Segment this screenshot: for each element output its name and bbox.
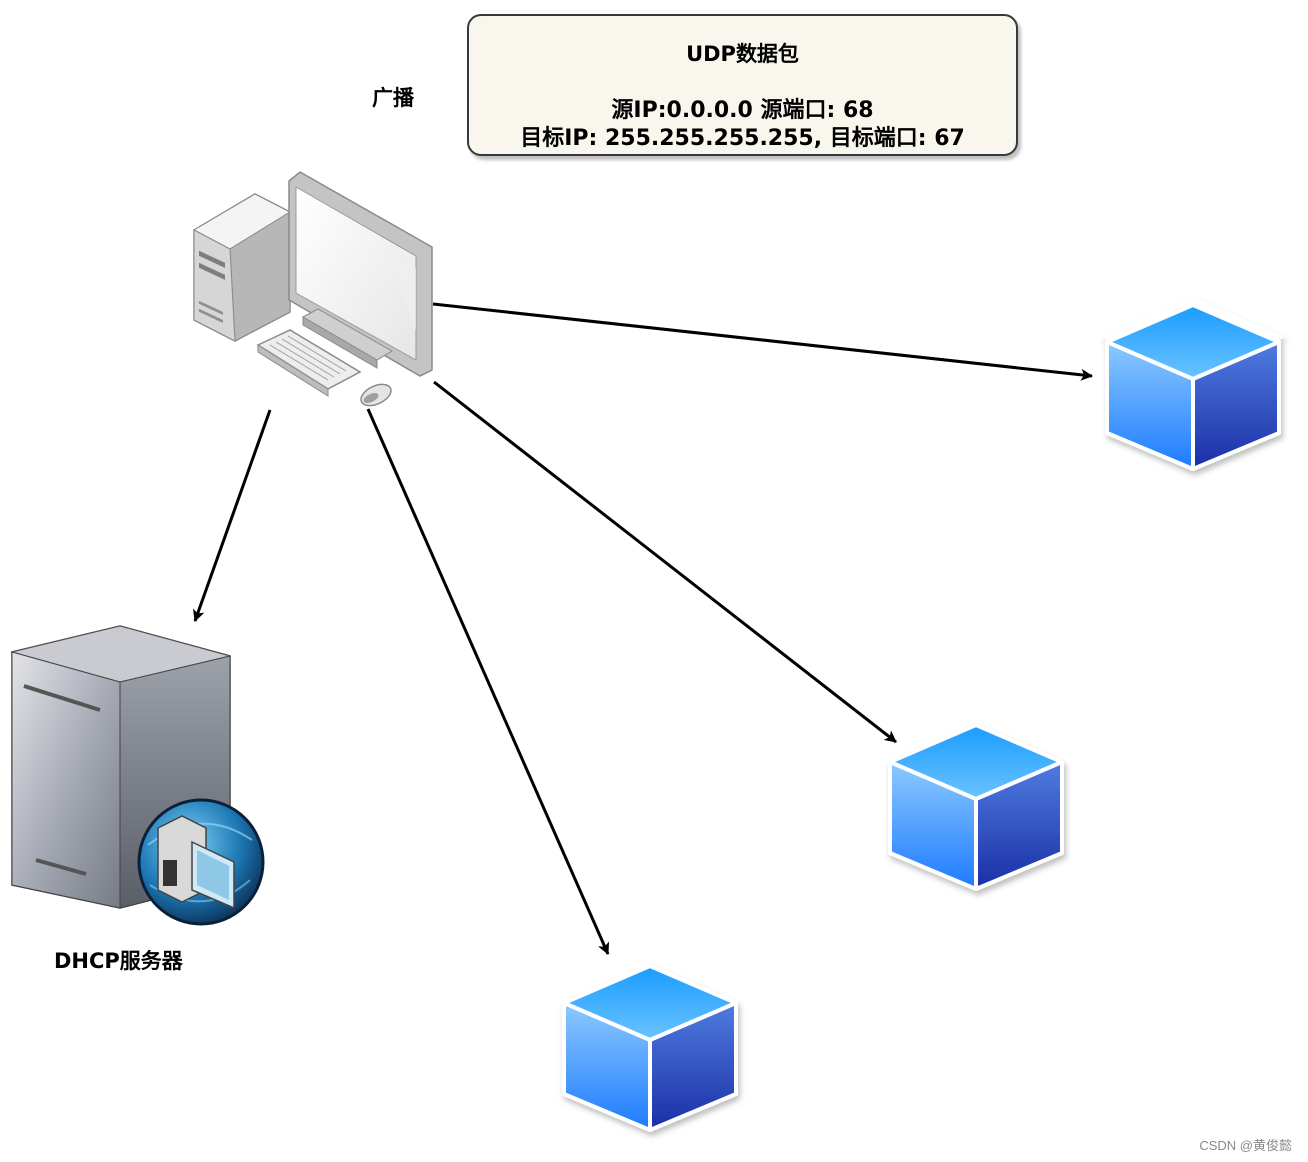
udp-packet-title: UDP数据包 (686, 42, 799, 66)
host-cube-1 (1101, 297, 1285, 471)
watermark: CSDN @黄俊懿 (1199, 1138, 1292, 1153)
dhcp-server-label: DHCP服务器 (54, 949, 183, 973)
udp-packet-note: UDP数据包 源IP:0.0.0.0 源端口: 68 目标IP: 255.255… (467, 14, 1018, 156)
arrow-to-host-3 (366, 408, 610, 955)
broadcast-arrows (193, 302, 1093, 955)
broadcast-label: 广播 (372, 86, 414, 110)
arrow-to-dhcp-server (193, 409, 272, 622)
desktop-computer-icon (192, 171, 433, 407)
host-cube-2 (888, 723, 1064, 891)
udp-source-info: 源IP:0.0.0.0 源端口: 68 (611, 98, 874, 123)
host-cube-icon (562, 297, 1285, 1132)
arrow-to-host-2 (433, 380, 897, 744)
dhcp-server-icon (10, 625, 265, 926)
udp-destination-info: 目标IP: 255.255.255.255, 目标端口: 67 (520, 126, 965, 151)
arrow-to-host-1 (432, 302, 1093, 381)
host-cube-3 (562, 964, 738, 1132)
